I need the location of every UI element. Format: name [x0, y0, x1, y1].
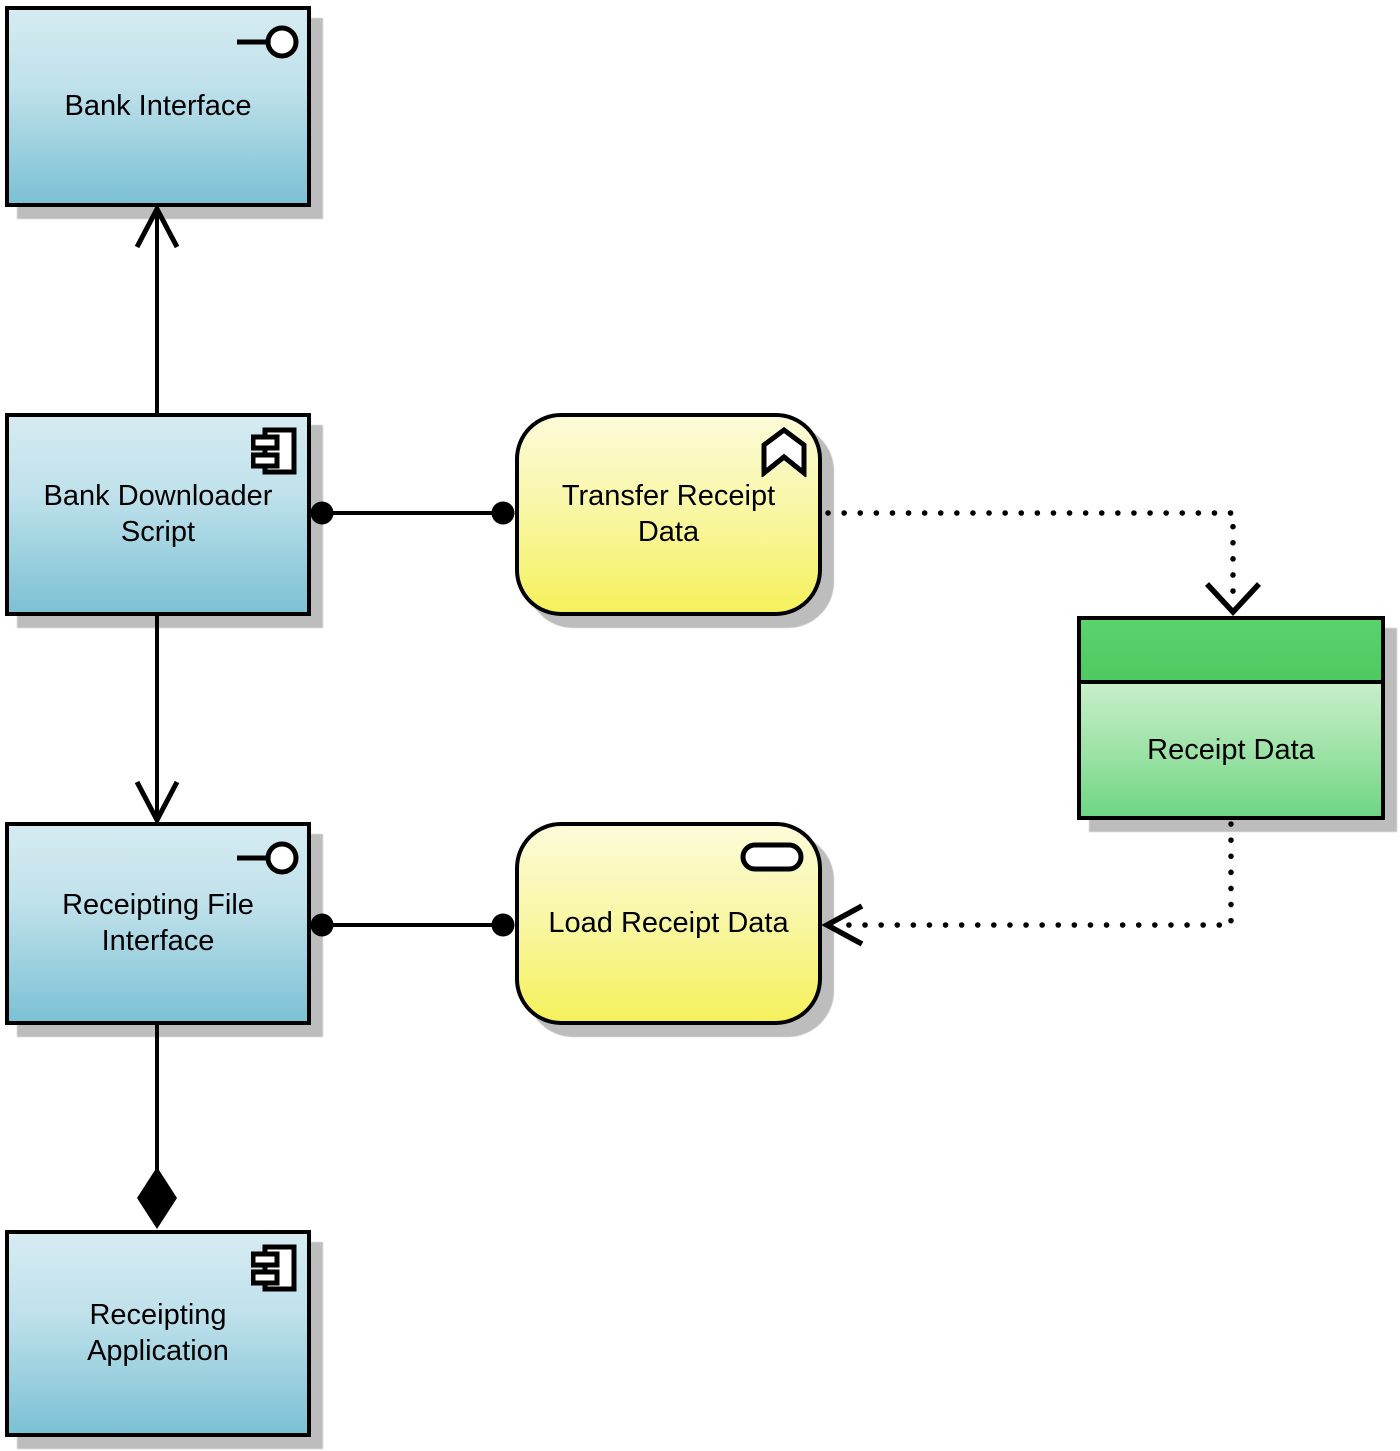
component-icon: [251, 1244, 297, 1292]
node-label: Receipting File Interface: [62, 888, 254, 957]
node-label: Load Receipt Data: [548, 906, 789, 939]
chevron-process-icon: [761, 427, 807, 477]
rel-downloader-to-bank-interface[interactable]: [134, 203, 180, 413]
open-arrowhead-icon: [821, 903, 864, 947]
data-object-body: Receipt Data: [1081, 684, 1381, 816]
lollipop-interface-icon: [237, 841, 299, 875]
rel-receipt-data-to-load[interactable]: [821, 821, 1234, 947]
open-arrowhead-icon: [134, 780, 180, 826]
filled-diamond-icon: [137, 1167, 177, 1229]
component-icon: [251, 427, 297, 475]
node-label: Transfer Receipt Data: [561, 479, 776, 548]
node-receipting-application[interactable]: Receipting Application: [5, 1230, 311, 1437]
node-label: Receipt Data: [1147, 733, 1315, 766]
rel-downloader-transfer-receipt[interactable]: [310, 501, 515, 525]
node-bank-downloader-script[interactable]: Bank Downloader Script: [5, 413, 311, 616]
node-bank-interface[interactable]: Bank Interface: [5, 6, 311, 207]
rel-transfer-to-receipt-data[interactable]: [825, 510, 1262, 617]
rel-file-interface-load-receipt[interactable]: [310, 913, 515, 937]
data-object-header: [1081, 620, 1381, 684]
node-receipt-data[interactable]: Receipt Data: [1077, 616, 1385, 820]
rounded-service-icon: [740, 842, 804, 872]
open-arrowhead-icon: [134, 203, 180, 249]
open-arrowhead-icon: [1204, 582, 1262, 617]
node-load-receipt-data[interactable]: Load Receipt Data: [515, 822, 822, 1025]
node-label: Bank Interface: [64, 89, 252, 122]
lollipop-interface-icon: [237, 25, 299, 59]
rel-file-interface-to-application[interactable]: [137, 1025, 177, 1229]
node-label: Receipting Application: [87, 1298, 229, 1367]
node-label: Bank Downloader Script: [43, 479, 273, 548]
node-transfer-receipt-data[interactable]: Transfer Receipt Data: [515, 413, 822, 616]
node-receipting-file-interface[interactable]: Receipting File Interface: [5, 822, 311, 1025]
rel-downloader-to-file-interface[interactable]: [134, 616, 180, 826]
